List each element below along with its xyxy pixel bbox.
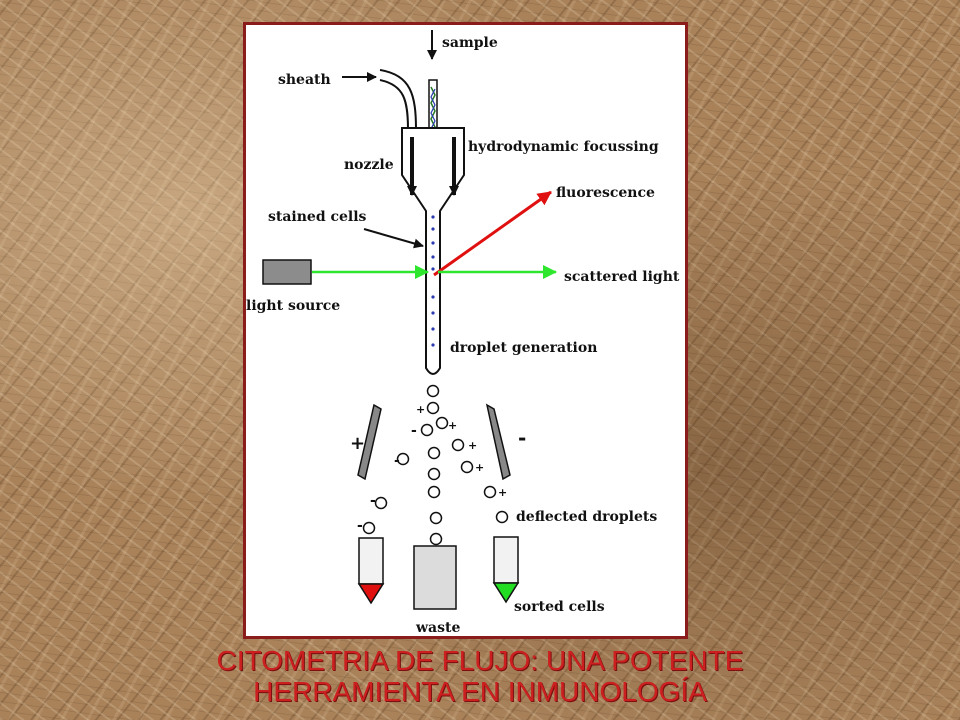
waste-container xyxy=(413,545,457,610)
droplet xyxy=(427,467,441,481)
svg-text:+: + xyxy=(468,439,477,452)
left-plate-sign: + xyxy=(350,433,365,454)
droplet xyxy=(427,485,441,499)
fluorescence-label: fluorescence xyxy=(556,185,655,201)
flow-cytometry-diagram: sample sheath xyxy=(243,22,688,639)
sorted-cells-label: sorted cells xyxy=(514,599,605,615)
droplet-generation-label: droplet generation xyxy=(450,340,597,356)
droplet xyxy=(460,460,474,474)
nozzle xyxy=(401,127,465,375)
droplet xyxy=(426,384,440,398)
droplet xyxy=(429,532,443,546)
fluorescence-arrow xyxy=(433,190,552,277)
deflection-plates xyxy=(357,403,511,481)
droplet-charges: + + - + - + + - - xyxy=(357,403,507,534)
svg-text:-: - xyxy=(370,493,376,509)
scattered-light-label: scattered light xyxy=(564,269,680,285)
slide-title-line-2: HERRAMIENTA EN INMUNOLOGÍA xyxy=(253,676,707,707)
svg-text:-: - xyxy=(394,453,400,469)
svg-text:-: - xyxy=(357,518,363,534)
droplet xyxy=(483,485,497,499)
hydrodynamic-focussing-label: hydrodynamic focussing xyxy=(468,139,659,155)
right-plate-sign: - xyxy=(518,426,526,450)
focused-cells xyxy=(431,215,435,347)
droplet xyxy=(426,401,440,415)
svg-text:+: + xyxy=(475,461,484,474)
svg-text:+: + xyxy=(498,486,507,499)
light-source-label: light source xyxy=(246,298,340,314)
sheath-tubes xyxy=(379,69,417,131)
sample-label: sample xyxy=(442,35,498,51)
droplet xyxy=(495,510,509,524)
droplet xyxy=(451,438,465,452)
light-source xyxy=(262,259,312,285)
deflected-droplets-label: deflected droplets xyxy=(516,509,657,525)
droplet xyxy=(429,511,443,525)
droplet xyxy=(420,423,434,437)
svg-text:+: + xyxy=(416,403,425,416)
svg-text:-: - xyxy=(411,423,417,439)
focussing-arrows xyxy=(407,137,459,196)
droplet xyxy=(374,496,388,510)
nozzle-label: nozzle xyxy=(344,157,394,173)
left-collection-tube xyxy=(357,537,385,605)
svg-text:+: + xyxy=(448,419,457,432)
droplet xyxy=(362,521,376,535)
right-collection-tube xyxy=(492,536,520,604)
droplet-stream xyxy=(362,384,509,546)
slide-title: CITOMETRIA DE FLUJO: UNA POTENTE HERRAMI… xyxy=(120,645,840,707)
droplet xyxy=(396,452,410,466)
stained-cells-arrow xyxy=(363,228,424,249)
waste-label: waste xyxy=(415,620,460,636)
droplet xyxy=(427,446,441,460)
sheath-label: sheath xyxy=(278,72,331,88)
stained-cells-label: stained cells xyxy=(268,209,367,225)
droplet xyxy=(435,416,449,430)
slide-title-line-1: CITOMETRIA DE FLUJO: UNA POTENTE xyxy=(216,645,744,676)
